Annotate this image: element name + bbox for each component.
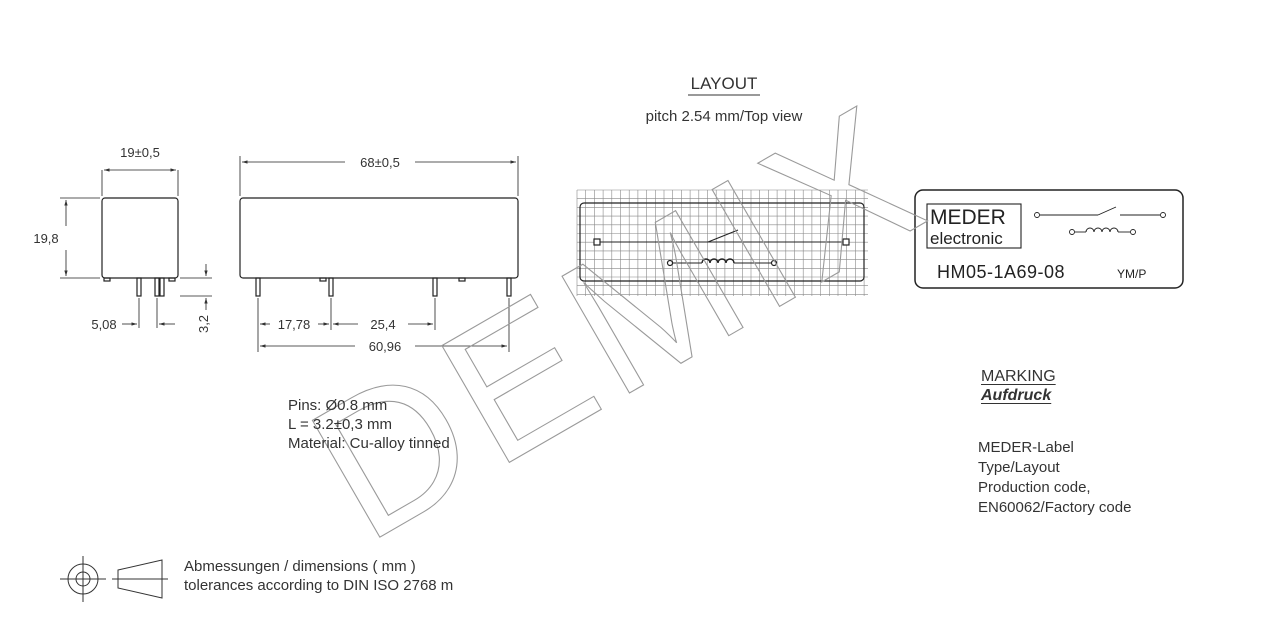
projection-cone-icon	[112, 559, 168, 599]
layout-footprint	[579, 202, 865, 282]
label-code: YM/P	[1117, 267, 1146, 281]
front-foot	[458, 277, 466, 282]
tolerance-note: Abmessungen / dimensions ( mm ) toleranc…	[184, 557, 453, 595]
side-pin	[136, 277, 142, 297]
pins-info-line: L = 3.2±0,3 mm	[288, 416, 392, 433]
dim-pin-pitch: 25,4	[370, 317, 395, 332]
front-view-body	[239, 197, 519, 279]
front-foot	[319, 277, 327, 282]
dim-body-length: 68±0,5	[360, 155, 400, 170]
layout-pad	[842, 238, 850, 246]
pins-info: Pins: Ø0.8 mm L = 3.2±0,3 mm Material: C…	[288, 396, 450, 453]
dim-pin-length: 3,2	[196, 315, 211, 333]
marking-title: MARKING	[981, 368, 1056, 385]
front-pin	[328, 277, 334, 297]
tolerance-line: tolerances according to DIN ISO 2768 m	[184, 577, 454, 594]
layout-title: LAYOUT	[691, 74, 758, 93]
side-foot	[168, 277, 176, 282]
dim-pin-total: 60,96	[369, 339, 402, 354]
projection-circle-icon	[60, 556, 106, 602]
marking-item: Production code,	[978, 479, 1091, 496]
front-pin	[506, 277, 512, 297]
label-brand-sub: electronic	[930, 229, 1003, 248]
side-pin	[154, 277, 160, 297]
front-pin	[255, 277, 261, 297]
dim-pin-spacing: 5,08	[91, 317, 116, 332]
marking-label-box	[914, 189, 1184, 289]
marking-items: MEDER-Label Type/Layout Production code,…	[978, 438, 1131, 518]
marking-item: MEDER-Label	[978, 439, 1074, 456]
switch-symbol-icon	[1034, 212, 1040, 218]
label-part-number: HM05-1A69-08	[937, 262, 1065, 282]
pins-info-line: Material: Cu-alloy tinned	[288, 435, 450, 452]
pins-info-line: Pins: Ø0.8 mm	[288, 397, 388, 414]
side-view-body	[101, 197, 179, 279]
dim-pin-offset: 17,78	[278, 317, 311, 332]
dim-side-height: 19,8	[33, 231, 58, 246]
side-foot	[103, 277, 111, 282]
layout-outline	[579, 202, 865, 282]
marking-heading: MARKING Aufdruck	[981, 367, 1056, 405]
marking-item: EN60062/Factory code	[978, 499, 1132, 516]
layout-pad	[593, 238, 601, 246]
side-pin	[159, 277, 165, 297]
tolerance-line: Abmessungen / dimensions ( mm )	[184, 558, 416, 575]
dim-side-width: 19±0,5	[120, 145, 160, 160]
marking-item: Type/Layout	[978, 459, 1060, 476]
front-pin	[432, 277, 438, 297]
layout-pad	[666, 259, 674, 267]
layout-pad	[770, 259, 778, 267]
marking-title-de: Aufdruck	[981, 387, 1052, 404]
layout-subtitle: pitch 2.54 mm/Top view	[646, 108, 803, 125]
coil-symbol-icon	[1069, 229, 1075, 235]
side-view	[60, 168, 212, 328]
front-view	[239, 156, 519, 352]
label-brand: MEDER	[930, 206, 1006, 229]
